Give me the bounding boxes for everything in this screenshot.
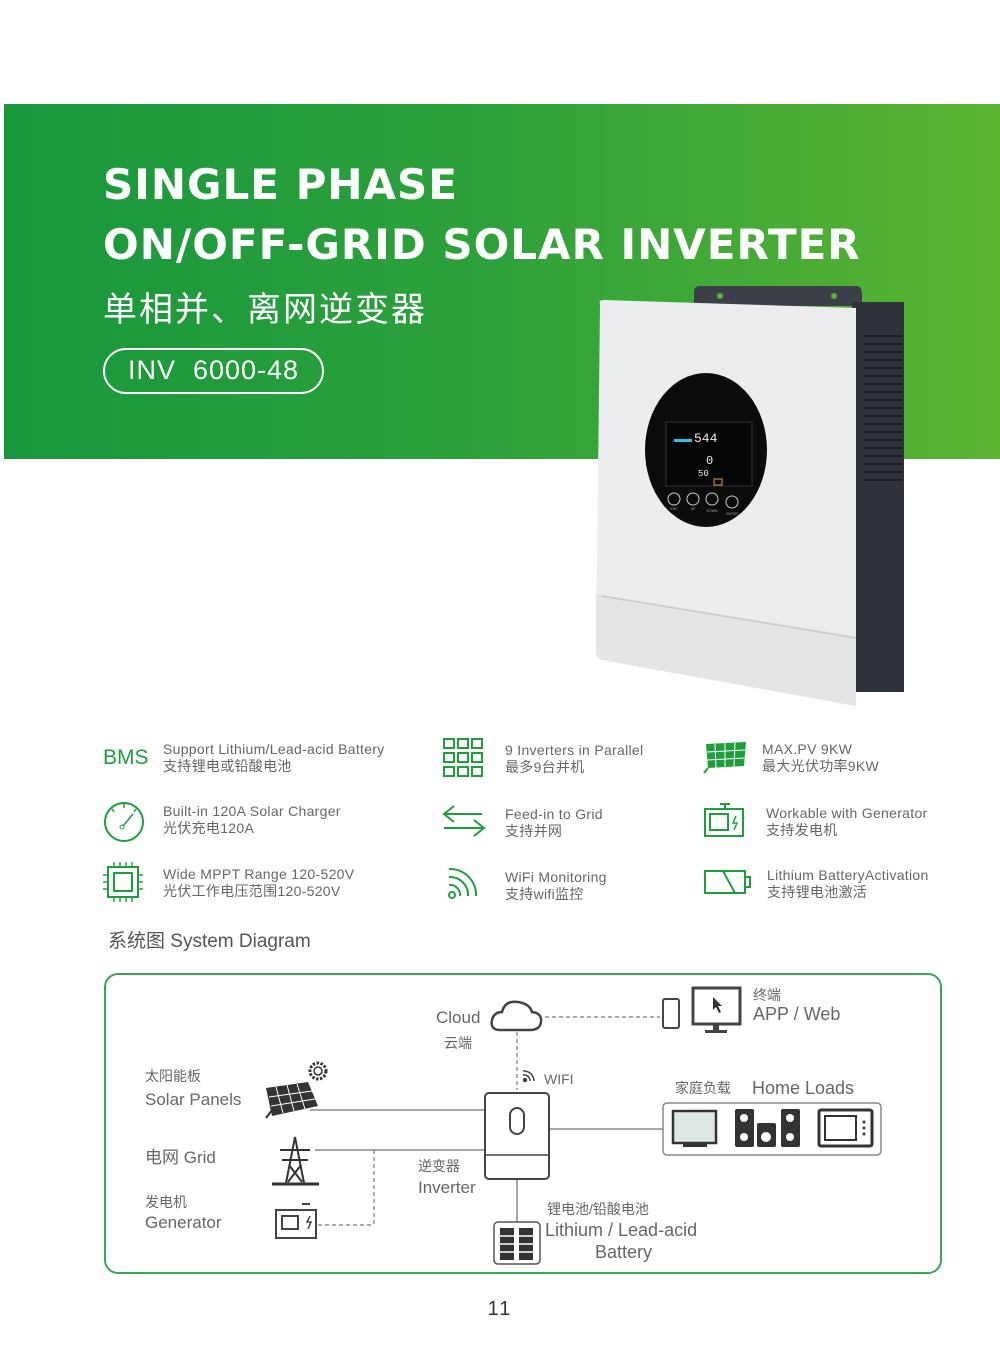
feature-en: Feed-in to Grid	[505, 806, 603, 822]
feature-cn: 支持并网	[505, 823, 563, 839]
title-line-1: SINGLE PHASE	[103, 160, 458, 209]
solar-label: Solar Panels	[145, 1090, 242, 1109]
feature-cn: 支持发电机	[766, 822, 838, 838]
power-pylon-icon	[272, 1136, 319, 1186]
solar-panel-icon	[703, 742, 746, 774]
sun-gear-icon	[308, 1061, 328, 1081]
parallel-grid-icon	[443, 738, 483, 777]
phone-icon	[662, 998, 680, 1029]
gauge-icon	[104, 802, 144, 842]
up-button-label: UP	[691, 507, 697, 511]
microwave-icon	[817, 1108, 874, 1148]
terminal-label: APP / Web	[753, 1004, 841, 1024]
inverter-icon	[484, 1092, 550, 1180]
feature-en: 9 Inverters in Parallel	[505, 742, 644, 758]
grid-label: 电网 Grid	[145, 1148, 216, 1167]
generator-diagram-icon	[275, 1203, 317, 1239]
feature-en: MAX.PV 9KW	[762, 741, 853, 757]
inverter-label: Inverter	[418, 1178, 476, 1197]
generator-label: Generator	[145, 1213, 222, 1232]
feature-en: Lithium BatteryActivation	[767, 867, 929, 883]
loads-label-cn: 家庭负载	[675, 1080, 731, 1096]
generator-label-cn: 发电机	[145, 1194, 187, 1210]
battery-label-cn: 锂电池/铅酸电池	[547, 1201, 649, 1217]
title-line-2: ON/OFF-GRID SOLAR INVERTER	[103, 220, 861, 269]
wifi-icon	[448, 867, 478, 899]
page-number: 11	[487, 1298, 513, 1320]
battery-diagram-icon	[493, 1221, 541, 1265]
feature-cn: 最多9台并机	[505, 759, 585, 775]
cloud-label: Cloud	[436, 1008, 481, 1027]
feature-cn: 支持wifi监控	[505, 886, 584, 902]
system-diagram-title: 系统图 System Diagram	[108, 931, 311, 952]
speakers-icon	[735, 1109, 800, 1147]
solar-label-cn: 太阳能板	[145, 1068, 201, 1084]
wifi-label: WIFI	[544, 1071, 574, 1087]
model-label: INV 6000-48	[127, 355, 300, 385]
feature-cn: 最大光伏功率9KW	[762, 758, 880, 774]
cloud-label-cn: 云端	[444, 1035, 472, 1051]
inverter-label-cn: 逆变器	[418, 1158, 460, 1174]
bms-text-icon: BMS	[103, 746, 149, 769]
title-chinese: 单相并、离网逆变器	[103, 291, 427, 329]
inverter-product-image: 544 0 50 ESC UP DOWN ENTER	[594, 286, 906, 710]
display-reading-load: 0	[706, 454, 713, 468]
display-reading-frequency: 50	[698, 469, 709, 479]
down-button-label: DOWN	[706, 509, 718, 513]
generator-icon	[704, 803, 744, 837]
feature-cn: 光伏充电120A	[163, 820, 255, 836]
feature-cn: 支持锂电池激活	[767, 884, 868, 900]
battery-icon	[704, 870, 751, 894]
feature-en: Support Lithium/Lead-acid Battery	[163, 741, 385, 757]
battery-label-line1: Lithium / Lead-acid	[545, 1220, 698, 1240]
chip-icon	[103, 862, 143, 902]
battery-label-line2: Battery	[595, 1242, 653, 1262]
wifi-small-icon	[522, 1070, 535, 1083]
feature-cn: 光伏工作电压范围120-520V	[163, 883, 341, 899]
tv-icon	[671, 1109, 718, 1147]
feature-en: Wide MPPT Range 120-520V	[163, 866, 355, 882]
feature-cn: 支持锂电或铅酸电池	[163, 758, 292, 774]
esc-button-label: ESC	[670, 507, 678, 511]
display-reading-voltage: 544	[694, 431, 718, 446]
feature-en: Workable with Generator	[766, 805, 928, 821]
arrows-exchange-icon	[442, 805, 486, 837]
model-badge: INV 6000-48	[103, 348, 324, 394]
feature-en: WiFi Monitoring	[505, 869, 607, 885]
cloud-icon	[490, 1000, 543, 1032]
enter-button-label: ENTER	[726, 512, 738, 516]
feature-en: Built-in 120A Solar Charger	[163, 803, 341, 819]
system-diagram	[104, 973, 942, 1274]
solar-panel-diagram-icon	[265, 1082, 318, 1119]
terminal-label-cn: 终端	[753, 987, 781, 1003]
loads-label: Home Loads	[752, 1078, 855, 1098]
monitor-icon	[691, 986, 742, 1033]
